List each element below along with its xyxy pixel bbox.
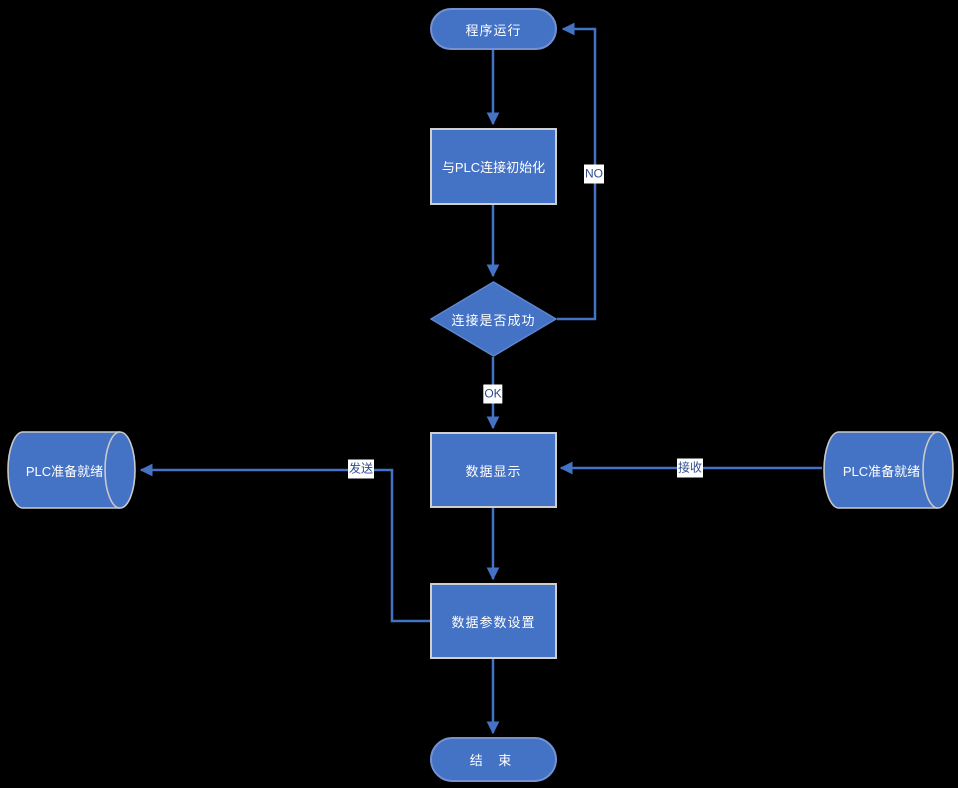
plc-ready-left-cylinder: PLC准备就绪	[6, 431, 137, 509]
edge-label-ok: OK	[483, 384, 503, 404]
plc-ready-right-cylinder: PLC准备就绪	[822, 431, 955, 509]
edge-label-no: NO	[584, 164, 604, 184]
plc-ready-right-label: PLC准备就绪	[842, 463, 921, 479]
decision-diamond: 连接是否成功	[430, 281, 557, 357]
edge-label-receive: 接收	[676, 458, 704, 478]
start-label: 程序运行	[465, 22, 522, 38]
edge-label-send: 发送	[347, 459, 375, 479]
cylinder-shape	[823, 431, 954, 509]
init-label: 与PLC连接初始化	[441, 160, 546, 175]
data-display-label: 数据显示	[465, 463, 522, 479]
param-settings-label: 数据参数设置	[451, 614, 536, 630]
decision-label: 连接是否成功	[451, 312, 536, 328]
param-settings-box: 数据参数设置	[430, 583, 557, 659]
plc-ready-left-label: PLC准备就绪	[25, 463, 104, 479]
diamond-shape	[430, 281, 557, 357]
cylinder-shape	[7, 431, 136, 509]
data-display-box: 数据显示	[430, 432, 557, 508]
connector-params-to-plc-left	[139, 463, 430, 623]
init-process-box: 与PLC连接初始化	[430, 128, 557, 205]
end-label: 结 束	[469, 753, 518, 768]
start-terminator: 程序运行	[430, 8, 557, 50]
end-terminator: 结 束	[430, 737, 557, 782]
